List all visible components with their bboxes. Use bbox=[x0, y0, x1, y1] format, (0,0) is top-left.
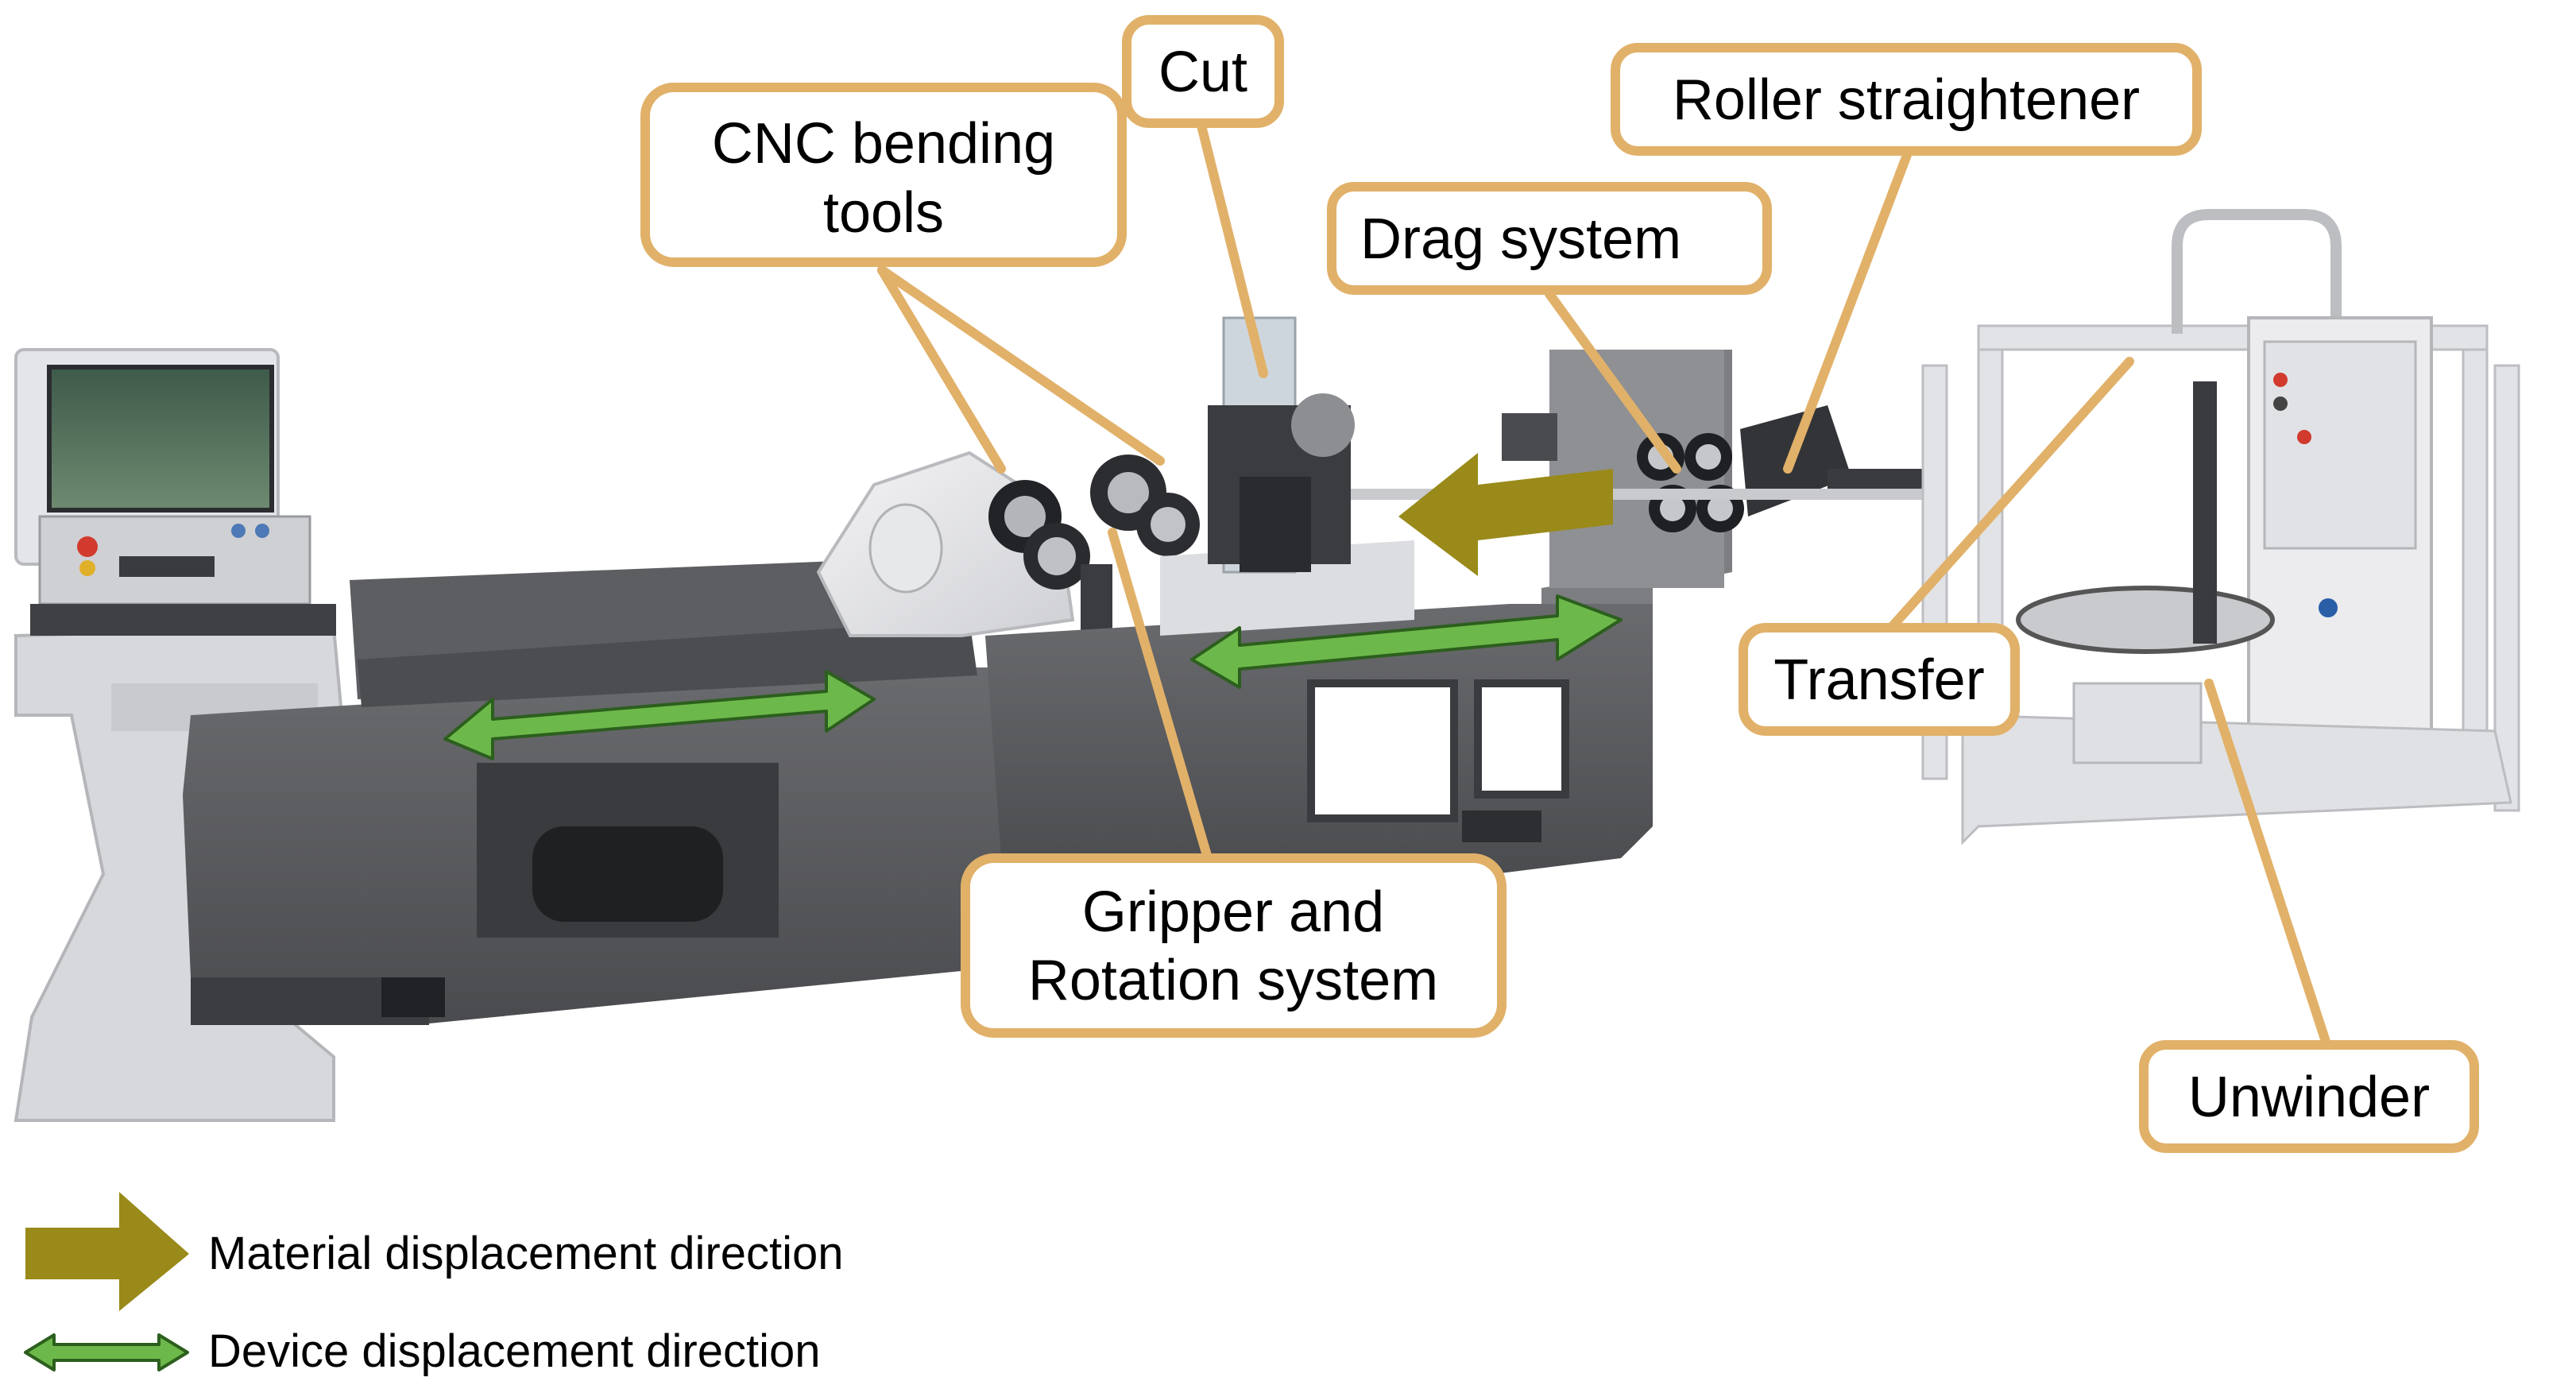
callout-gripper-rotation: Gripper and Rotation system bbox=[961, 853, 1507, 1038]
callout-roller-straightener-label: Roller straightener bbox=[1673, 68, 2140, 132]
callout-unwinder-label: Unwinder bbox=[2188, 1066, 2430, 1129]
callout-cnc-bending-tools: CNC bending tools bbox=[640, 83, 1127, 267]
material-displacement-arrow bbox=[1398, 453, 1613, 576]
callout-gripper-rotation-line2: Rotation system bbox=[1028, 949, 1438, 1012]
machine-illustration bbox=[14, 209, 2520, 1122]
device-arrow-left bbox=[443, 670, 876, 760]
leader-lines bbox=[877, 114, 2333, 1054]
unwinder-frame bbox=[1921, 209, 2520, 845]
cnc-screen bbox=[47, 365, 274, 513]
callout-transfer: Transfer bbox=[1739, 623, 2020, 736]
callout-drag-system-label: Drag system bbox=[1360, 207, 1681, 271]
thick-right-arrow-icon bbox=[25, 1192, 189, 1311]
drag-module bbox=[1351, 350, 1939, 604]
legend-material-label: Material displacement direction bbox=[208, 1228, 843, 1279]
legend: Material displacement direction Device d… bbox=[24, 1192, 843, 1377]
callout-transfer-label: Transfer bbox=[1773, 648, 1984, 712]
callout-gripper-rotation-line1: Gripper and bbox=[1082, 880, 1384, 944]
callout-drag-system: Drag system bbox=[1327, 182, 1772, 295]
legend-device-label: Device displacement direction bbox=[208, 1325, 820, 1377]
callout-cut-label: Cut bbox=[1158, 41, 1247, 104]
callout-cnc-bending-tools-line1: CNC bending bbox=[712, 112, 1055, 176]
callout-cut: Cut bbox=[1122, 15, 1284, 128]
callout-unwinder: Unwinder bbox=[2139, 1040, 2479, 1153]
left-machine-bed bbox=[183, 556, 1033, 1025]
device-arrow-center bbox=[1190, 594, 1623, 689]
center-module bbox=[985, 316, 1653, 882]
callout-roller-straightener: Roller straightener bbox=[1611, 43, 2202, 156]
double-headed-arrow-icon bbox=[24, 1333, 189, 1371]
callout-cnc-bending-tools-line2: tools bbox=[823, 181, 944, 245]
